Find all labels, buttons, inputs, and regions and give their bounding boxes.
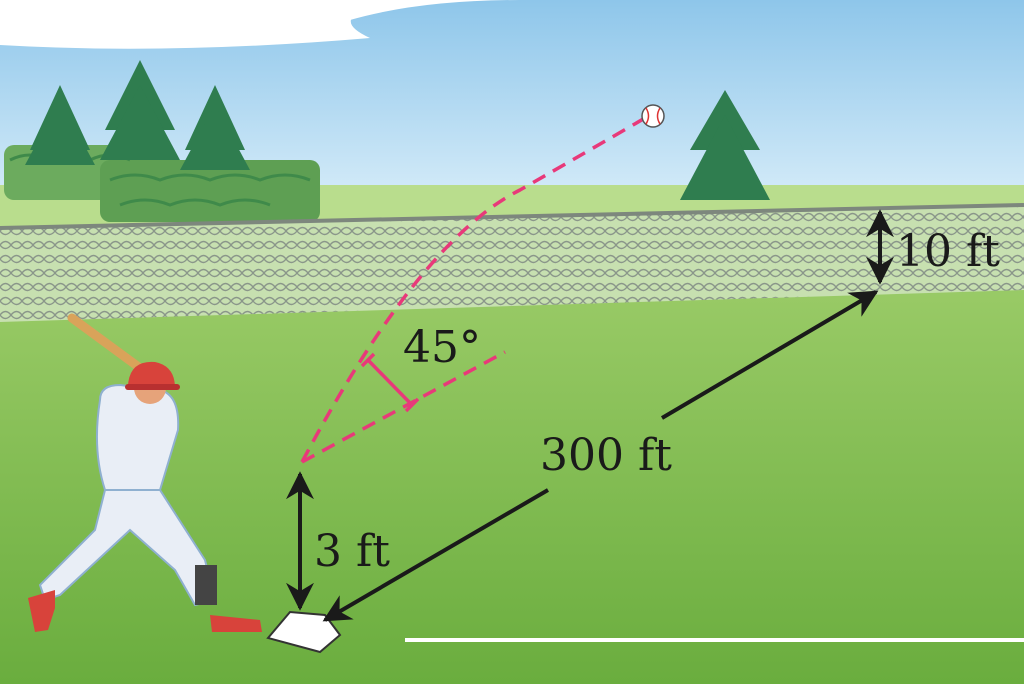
batter-figure <box>28 313 262 632</box>
tree-icon <box>25 85 95 165</box>
distance-arrow-upper <box>660 290 879 420</box>
horizontal-reference-line <box>301 350 506 464</box>
distance-label: 300 ft <box>540 430 672 481</box>
bat-height-label: 3 ft <box>314 526 390 577</box>
baseball-icon <box>641 104 665 128</box>
outfield-fence <box>0 203 1024 322</box>
angle-arc <box>366 358 414 407</box>
distance-arrow-lower <box>322 488 550 622</box>
tree-icon <box>680 90 770 200</box>
cloud <box>0 0 400 49</box>
launch-angle-label: 45° <box>403 322 481 373</box>
cloud <box>350 0 520 20</box>
ball-trajectory <box>300 116 646 463</box>
tree-icon <box>180 85 250 170</box>
field <box>0 280 1024 684</box>
tree-icon <box>100 60 180 160</box>
angle-arc-tick <box>404 397 420 413</box>
angle-arc-tick <box>360 352 376 368</box>
home-plate-icon <box>266 610 342 654</box>
fence-height-label: 10 ft <box>896 226 1000 277</box>
